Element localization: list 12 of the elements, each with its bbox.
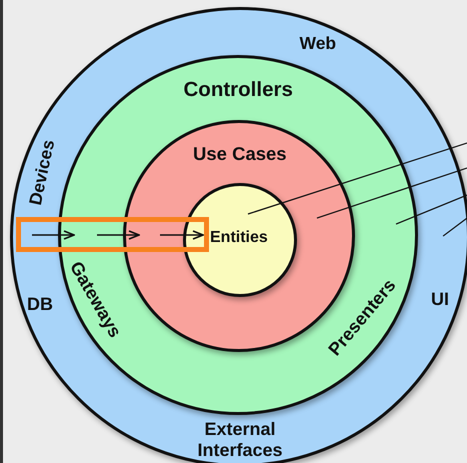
item-label: DB — [27, 294, 53, 316]
layer-label: Controllers — [184, 78, 293, 102]
item-label: UI — [431, 289, 449, 311]
leader-line — [442, 218, 467, 237]
leader-line — [316, 167, 467, 219]
leader-line — [248, 142, 467, 215]
layer-label: Use Cases — [193, 143, 287, 166]
layer-label: Entities — [210, 228, 268, 247]
item-label: Web — [300, 32, 336, 54]
item-label: Devices — [24, 137, 60, 207]
leader-line — [396, 194, 467, 225]
layer-label: External Interfaces — [196, 418, 284, 462]
